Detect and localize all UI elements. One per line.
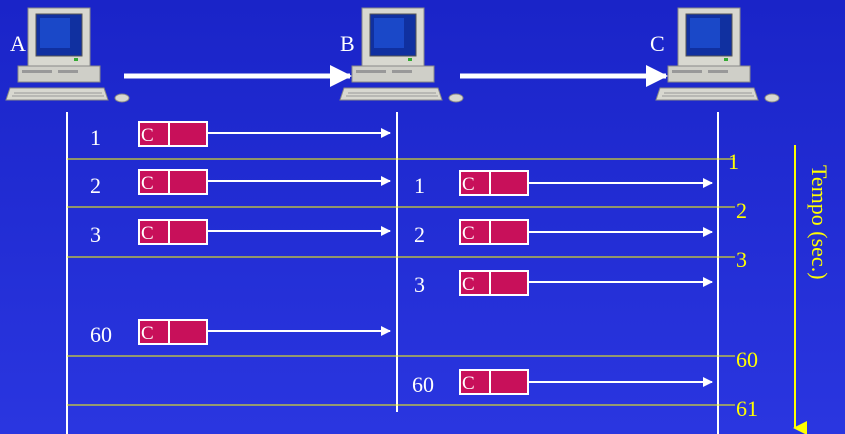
time-tick-1: 1 <box>728 149 739 174</box>
packet-b-3-label: C <box>462 274 475 295</box>
packet-a-3: C <box>138 219 391 245</box>
time-axis-label: Tempo (sec.) <box>807 165 832 280</box>
packet-a-2: C <box>138 169 391 195</box>
time-tick-60: 60 <box>736 347 758 372</box>
packet-b-3: C <box>459 270 713 296</box>
packet-a-60-label: C <box>141 323 154 344</box>
node-b-label: B <box>340 31 355 56</box>
row-b-label-2: 2 <box>414 222 425 247</box>
row-a-label-2: 2 <box>90 173 101 198</box>
time-tick-2: 2 <box>736 198 747 223</box>
time-tick-61: 61 <box>736 396 758 421</box>
packet-b-1-label: C <box>462 174 475 195</box>
packet-b-2: C <box>459 219 713 245</box>
row-b-label-1: 1 <box>414 173 425 198</box>
node-c-label: C <box>650 31 665 56</box>
packet-a-2-label: C <box>141 173 154 194</box>
packet-b-60-label: C <box>462 373 475 394</box>
packet-a-1: C <box>138 121 391 147</box>
packet-a-3-label: C <box>141 223 154 244</box>
row-a-label-3: 3 <box>90 222 101 247</box>
packet-b-60: C <box>459 369 713 395</box>
packet-b-1: C <box>459 170 713 196</box>
row-b-label-60: 60 <box>412 372 434 397</box>
packet-b-2-label: C <box>462 223 475 244</box>
packet-a-1-label: C <box>141 125 154 146</box>
row-b-label-3: 3 <box>414 272 425 297</box>
node-a-label: A <box>10 31 26 56</box>
packet-a-60: C <box>138 319 391 345</box>
computer-b-icon <box>339 7 464 103</box>
time-tick-3: 3 <box>736 247 747 272</box>
computer-c-icon <box>655 7 780 103</box>
row-a-label-60: 60 <box>90 322 112 347</box>
row-a-label-1: 1 <box>90 125 101 150</box>
